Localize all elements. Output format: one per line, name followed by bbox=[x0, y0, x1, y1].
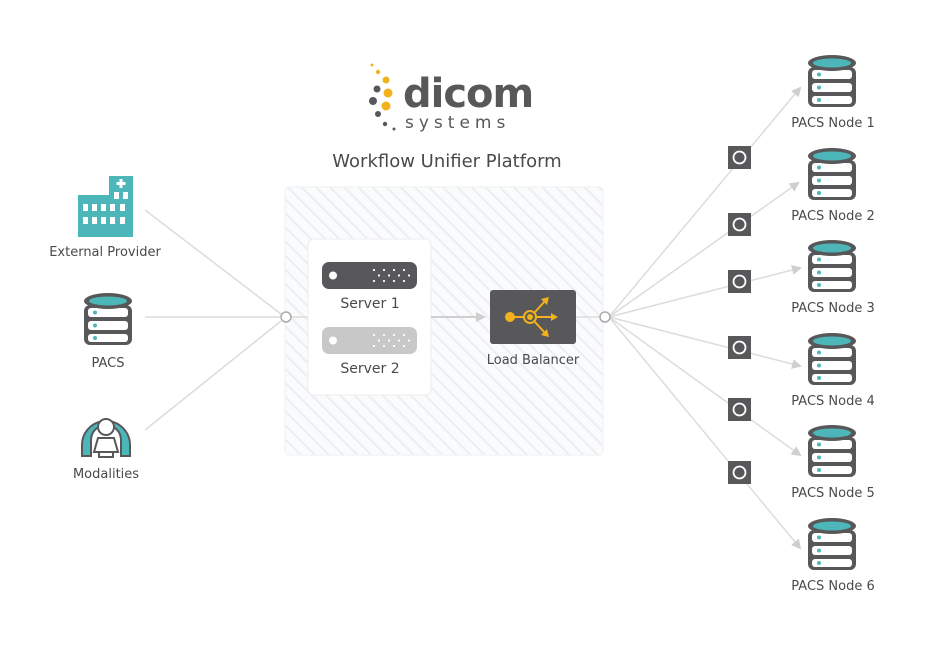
connector-line bbox=[608, 316, 802, 457]
source-pacs[interactable]: PACS bbox=[84, 293, 132, 371]
source-connectors bbox=[144, 209, 308, 431]
pacs-node-3[interactable]: PACS Node 3 bbox=[791, 240, 875, 316]
pacs-node-2[interactable]: PACS Node 2 bbox=[791, 148, 875, 224]
database-icon bbox=[808, 55, 856, 107]
source-label: PACS bbox=[91, 356, 124, 371]
source-external-provider[interactable]: External Provider bbox=[49, 176, 161, 260]
server-icon bbox=[322, 262, 417, 289]
server-2[interactable]: Server 2 bbox=[322, 327, 417, 377]
server-label: Server 2 bbox=[340, 361, 399, 377]
connector-line bbox=[608, 181, 800, 318]
node-label: PACS Node 5 bbox=[791, 486, 874, 501]
node-label: PACS Node 3 bbox=[791, 301, 874, 316]
load-balancer-label: Load Balancer bbox=[487, 353, 580, 368]
mri-scanner-icon bbox=[81, 418, 131, 458]
source-label: Modalities bbox=[73, 467, 139, 482]
bone-icon bbox=[728, 461, 751, 484]
source-modalities[interactable]: Modalities bbox=[73, 418, 139, 482]
input-junction bbox=[280, 311, 292, 323]
connector-line bbox=[608, 316, 802, 369]
node-connectors bbox=[608, 86, 802, 550]
output-junction bbox=[599, 311, 611, 323]
server-label: Server 1 bbox=[340, 296, 399, 312]
database-icon bbox=[808, 518, 856, 570]
load-balancer[interactable]: Load Balancer bbox=[487, 290, 580, 368]
pacs-node-4[interactable]: PACS Node 4 bbox=[791, 333, 875, 409]
node-label: PACS Node 6 bbox=[791, 579, 874, 594]
hospital-icon bbox=[78, 176, 133, 237]
logo-brand: dicom bbox=[403, 71, 533, 117]
database-icon bbox=[808, 333, 856, 385]
ultrasound-icon bbox=[728, 270, 751, 293]
server-1[interactable]: Server 1 bbox=[322, 262, 417, 312]
node-label: PACS Node 4 bbox=[791, 394, 874, 409]
brain-icon bbox=[728, 336, 751, 359]
connector-line bbox=[608, 265, 802, 318]
logo-sub: systems bbox=[405, 113, 510, 133]
database-icon bbox=[808, 148, 856, 200]
server-icon bbox=[322, 327, 417, 354]
connector-line bbox=[608, 316, 802, 550]
database-icon bbox=[84, 293, 132, 345]
lungs-icon bbox=[728, 398, 751, 421]
dicom-logo: dicom systems bbox=[369, 63, 534, 133]
connector-line bbox=[608, 86, 802, 318]
cardio-icon bbox=[728, 146, 751, 169]
source-label: External Provider bbox=[49, 245, 161, 260]
pacs-node-1[interactable]: PACS Node 1 bbox=[791, 55, 875, 131]
platform-title: Workflow Unifier Platform bbox=[332, 151, 561, 172]
pacs-node-5[interactable]: PACS Node 5 bbox=[791, 425, 875, 501]
chest-xray-icon bbox=[728, 213, 751, 236]
database-icon bbox=[808, 425, 856, 477]
node-label: PACS Node 2 bbox=[791, 209, 874, 224]
pacs-node-6[interactable]: PACS Node 6 bbox=[791, 518, 875, 594]
node-label: PACS Node 1 bbox=[791, 116, 874, 131]
database-icon bbox=[808, 240, 856, 292]
